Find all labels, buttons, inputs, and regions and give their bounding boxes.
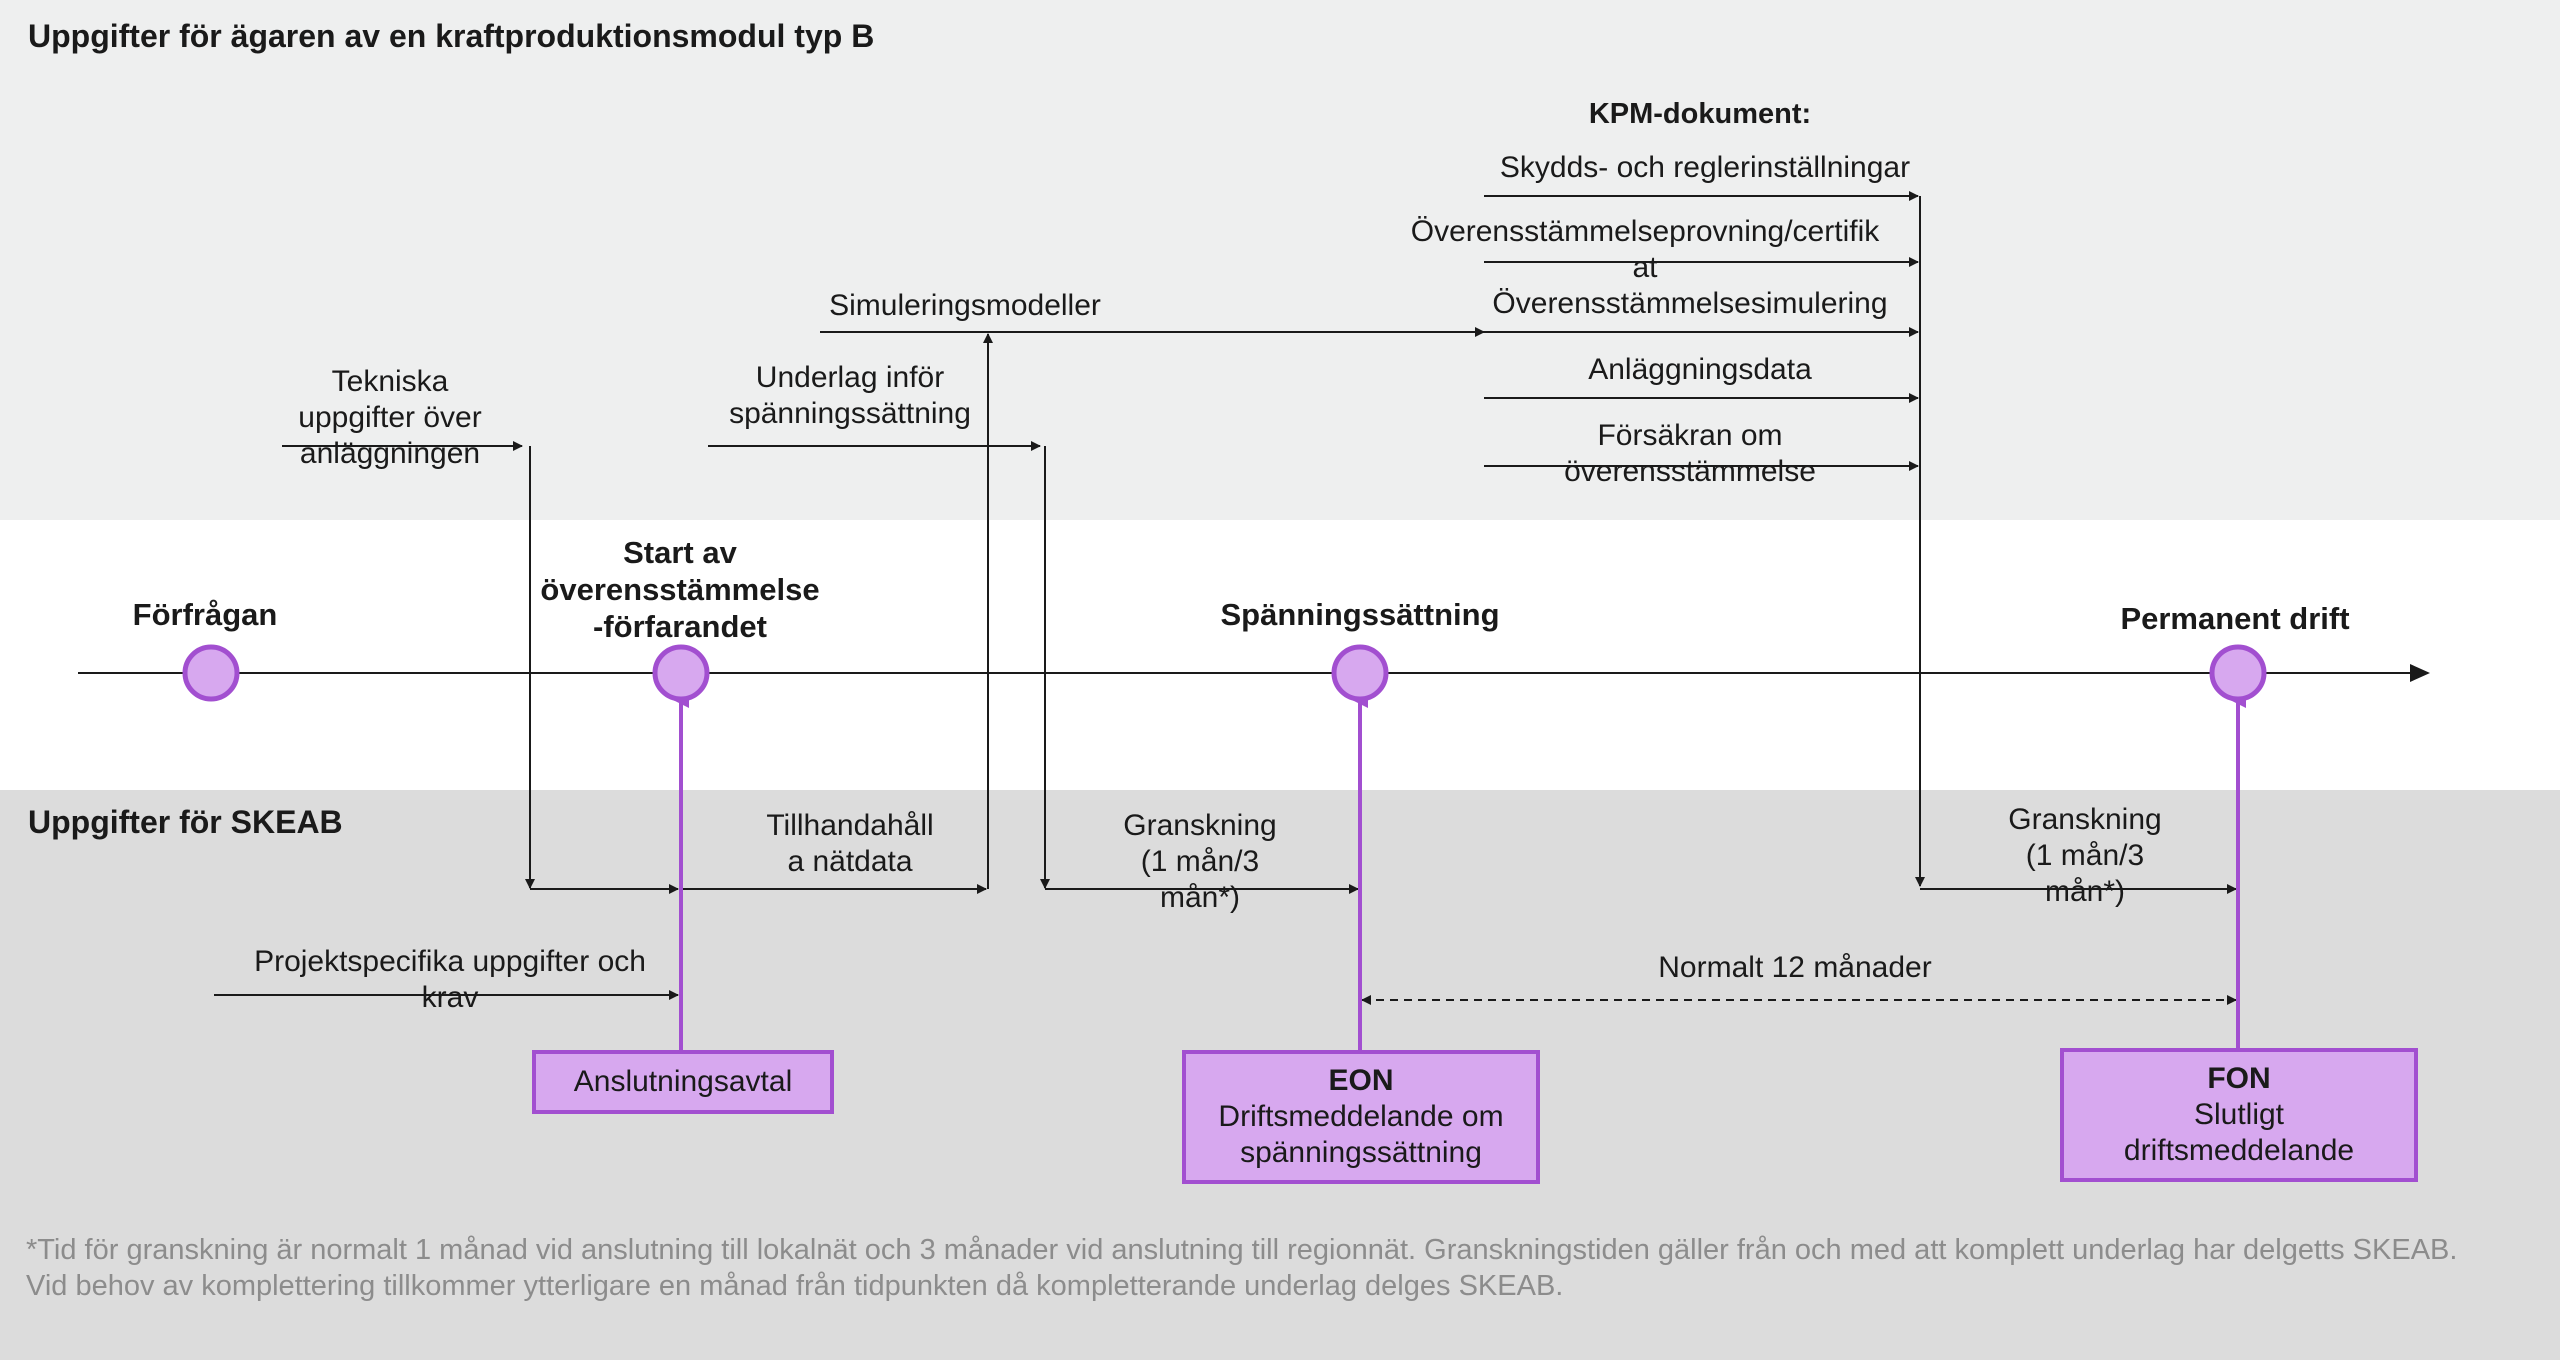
duration-normalt: Normalt 12 månader bbox=[1658, 951, 1932, 984]
doc-eon-subtitle: Driftsmeddelande om spänningssättning bbox=[1218, 1100, 1504, 1169]
kpm-item-3: Överensstämmelsesimulering bbox=[1492, 287, 1888, 320]
doc-fon-subtitle: Slutligt driftsmeddelande bbox=[2123, 1098, 2355, 1167]
doc-fon: FON Slutligt driftsmeddelande bbox=[2060, 1048, 2418, 1182]
kpm-item-5: Försäkran om överensstämmelse bbox=[1564, 419, 1816, 488]
doc-anslutningsavtal-label: Anslutningsavtal bbox=[573, 1065, 793, 1098]
milestone-start: Start av överensstämmelse -förfarandet bbox=[540, 535, 820, 644]
owner-section-title: Uppgifter för ägaren av en kraftprodukti… bbox=[28, 18, 875, 54]
footnote-line-1: *Tid för granskning är normalt 1 månad v… bbox=[26, 1234, 2458, 1266]
timeline-band bbox=[0, 520, 2560, 790]
milestone-spanning: Spänningssättning bbox=[1220, 597, 1500, 632]
doc-eon-title: EON bbox=[1328, 1064, 1394, 1097]
skeab-section-title: Uppgifter för SKEAB bbox=[28, 804, 343, 840]
milestone-circle-spanning bbox=[1331, 644, 1389, 702]
doc-eon: EON Driftsmeddelande om spänningssättnin… bbox=[1182, 1050, 1540, 1184]
task-tekniska: Tekniska uppgifter över anläggningen bbox=[298, 365, 482, 470]
task-simuleringsmodeller: Simuleringsmodeller bbox=[829, 289, 1101, 322]
kpm-item-1: Skydds- och reglerinställningar bbox=[1499, 151, 1911, 184]
doc-anslutningsavtal: Anslutningsavtal bbox=[532, 1050, 834, 1114]
milestone-circle-forfragan bbox=[182, 644, 240, 702]
milestone-circle-start bbox=[652, 644, 710, 702]
footnote: *Tid för granskning är normalt 1 månad v… bbox=[26, 1232, 2526, 1304]
milestone-forfragan: Förfrågan bbox=[132, 597, 278, 632]
task-underlag: Underlag inför spänningssättning bbox=[729, 361, 971, 430]
milestone-circle-permanent bbox=[2209, 644, 2267, 702]
kpm-item-2: Överensstämmelseprovning/certifik at bbox=[1410, 215, 1880, 284]
task-tillhandahall: Tillhandahåll a nätdata bbox=[766, 809, 934, 878]
task-projektspecifika: Projektspecifika uppgifter och krav bbox=[254, 945, 646, 1014]
kpm-title: KPM-dokument: bbox=[1588, 98, 1812, 130]
task-granskning1: Granskning (1 mån/3 mån*) bbox=[1123, 809, 1277, 914]
footnote-line-2: Vid behov av komplettering tillkommer yt… bbox=[26, 1270, 1564, 1302]
milestone-permanent: Permanent drift bbox=[2120, 601, 2350, 636]
kpm-item-4: Anläggningsdata bbox=[1588, 353, 1812, 386]
owner-band bbox=[0, 0, 2560, 520]
task-granskning2: Granskning (1 mån/3 mån*) bbox=[2008, 803, 2162, 908]
doc-fon-title: FON bbox=[2207, 1062, 2271, 1095]
